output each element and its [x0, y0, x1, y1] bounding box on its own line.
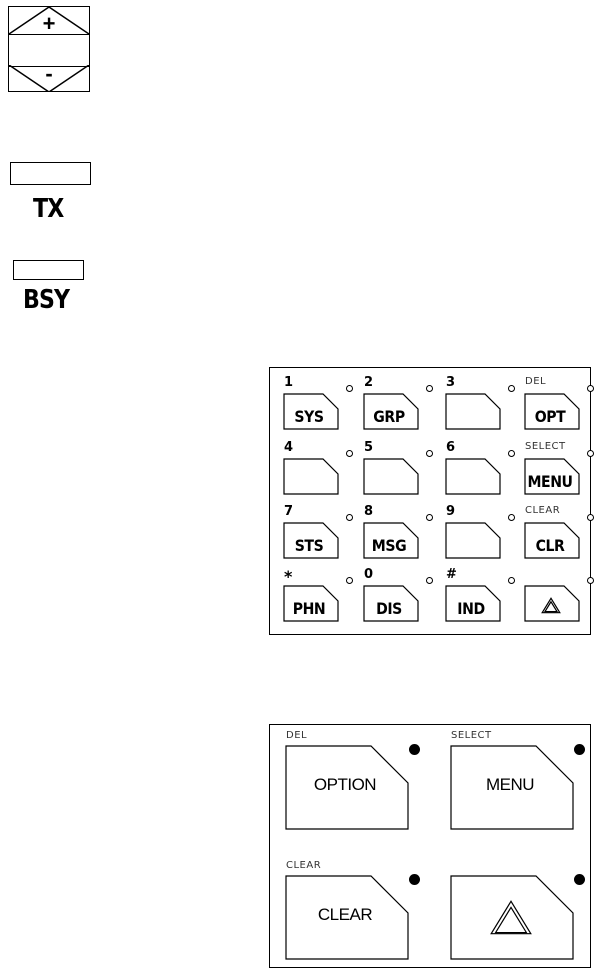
key-number: 6: [446, 441, 455, 454]
key-label: IND: [448, 600, 494, 618]
key-function-label: DEL: [525, 377, 546, 387]
key-phn[interactable]: PHN: [283, 585, 339, 622]
large-key-clear[interactable]: CLEAR: [285, 875, 409, 960]
key-led-indicator: [426, 385, 433, 392]
key-led-indicator: [346, 450, 353, 457]
volume-down-button[interactable]: -: [9, 65, 89, 92]
key-outline: [445, 522, 501, 559]
key-label: STS: [286, 537, 332, 555]
key-number: 0: [364, 568, 373, 581]
key-label: GRP: [366, 408, 412, 426]
key-function-label: CLEAR: [525, 506, 560, 516]
key-number: 5: [364, 441, 373, 454]
key-led-indicator: [346, 514, 353, 521]
key-menu[interactable]: MENU: [524, 458, 580, 495]
key-clr[interactable]: CLR: [524, 522, 580, 559]
key-outline: [363, 458, 419, 495]
key-function-label: DEL: [286, 731, 307, 741]
key-label: MSG: [366, 537, 412, 555]
key-led-indicator: [346, 577, 353, 584]
key-ind[interactable]: IND: [445, 585, 501, 622]
key-outline: [283, 458, 339, 495]
tx-indicator-lamp: [10, 162, 91, 185]
large-key-menu[interactable]: MENU: [450, 745, 574, 830]
key-sts[interactable]: STS: [283, 522, 339, 559]
key-dis[interactable]: DIS: [363, 585, 419, 622]
key-label: PHN: [286, 600, 332, 618]
key-sys[interactable]: SYS: [283, 393, 339, 430]
key-led-indicator: [426, 577, 433, 584]
key-number: *: [284, 570, 292, 583]
key-number: 1: [284, 376, 293, 389]
key-number: 3: [446, 376, 455, 389]
large-keypad-panel: OPTION DEL MENU SELECT CLEAR CLEAR: [269, 724, 591, 968]
key-outline: [524, 585, 580, 622]
key-k9[interactable]: [445, 522, 501, 559]
large-key-option[interactable]: OPTION: [285, 745, 409, 830]
minus-icon: -: [9, 63, 89, 85]
key-number: 9: [446, 505, 455, 518]
key-k6[interactable]: [445, 458, 501, 495]
large-key-up[interactable]: [450, 875, 574, 960]
key-label: MENU: [527, 473, 573, 491]
key-label: OPT: [527, 408, 573, 426]
key-number: 7: [284, 505, 293, 518]
key-outline: [450, 875, 574, 960]
key-label: CLR: [527, 537, 573, 555]
key-led-indicator: [587, 577, 594, 584]
key-led-indicator: [508, 514, 515, 521]
volume-rocker: + -: [8, 6, 90, 92]
key-function-label: SELECT: [525, 442, 566, 452]
key-outline: [445, 458, 501, 495]
key-led-indicator: [426, 450, 433, 457]
key-led-indicator: [508, 385, 515, 392]
key-k3[interactable]: [445, 393, 501, 430]
key-led-indicator: [409, 874, 420, 885]
key-led-indicator: [409, 744, 420, 755]
key-led-indicator: [587, 450, 594, 457]
key-label: SYS: [286, 408, 332, 426]
key-led-indicator: [426, 514, 433, 521]
key-led-indicator: [508, 450, 515, 457]
key-number: 2: [364, 376, 373, 389]
key-number: 4: [284, 441, 293, 454]
key-label: CLEAR: [285, 905, 405, 925]
key-led-indicator: [587, 514, 594, 521]
busy-indicator-label: BSY: [23, 285, 69, 315]
key-led-indicator: [574, 744, 585, 755]
key-number: #: [446, 568, 457, 581]
key-label: OPTION: [285, 775, 405, 795]
key-function-label: SELECT: [451, 731, 492, 741]
key-outline: [445, 393, 501, 430]
key-function-label: CLEAR: [286, 861, 321, 871]
key-led-indicator: [346, 385, 353, 392]
key-grp[interactable]: GRP: [363, 393, 419, 430]
key-label: MENU: [450, 775, 570, 795]
tx-indicator-label: TX: [33, 194, 63, 224]
key-up[interactable]: [524, 585, 580, 622]
busy-indicator-lamp: [13, 260, 84, 280]
plus-icon: +: [9, 13, 89, 35]
key-number: 8: [364, 505, 373, 518]
key-led-indicator: [587, 385, 594, 392]
key-k5[interactable]: [363, 458, 419, 495]
key-led-indicator: [574, 874, 585, 885]
key-k4[interactable]: [283, 458, 339, 495]
key-label: DIS: [366, 600, 412, 618]
volume-up-button[interactable]: +: [9, 7, 89, 34]
key-led-indicator: [508, 577, 515, 584]
key-msg[interactable]: MSG: [363, 522, 419, 559]
key-opt[interactable]: OPT: [524, 393, 580, 430]
